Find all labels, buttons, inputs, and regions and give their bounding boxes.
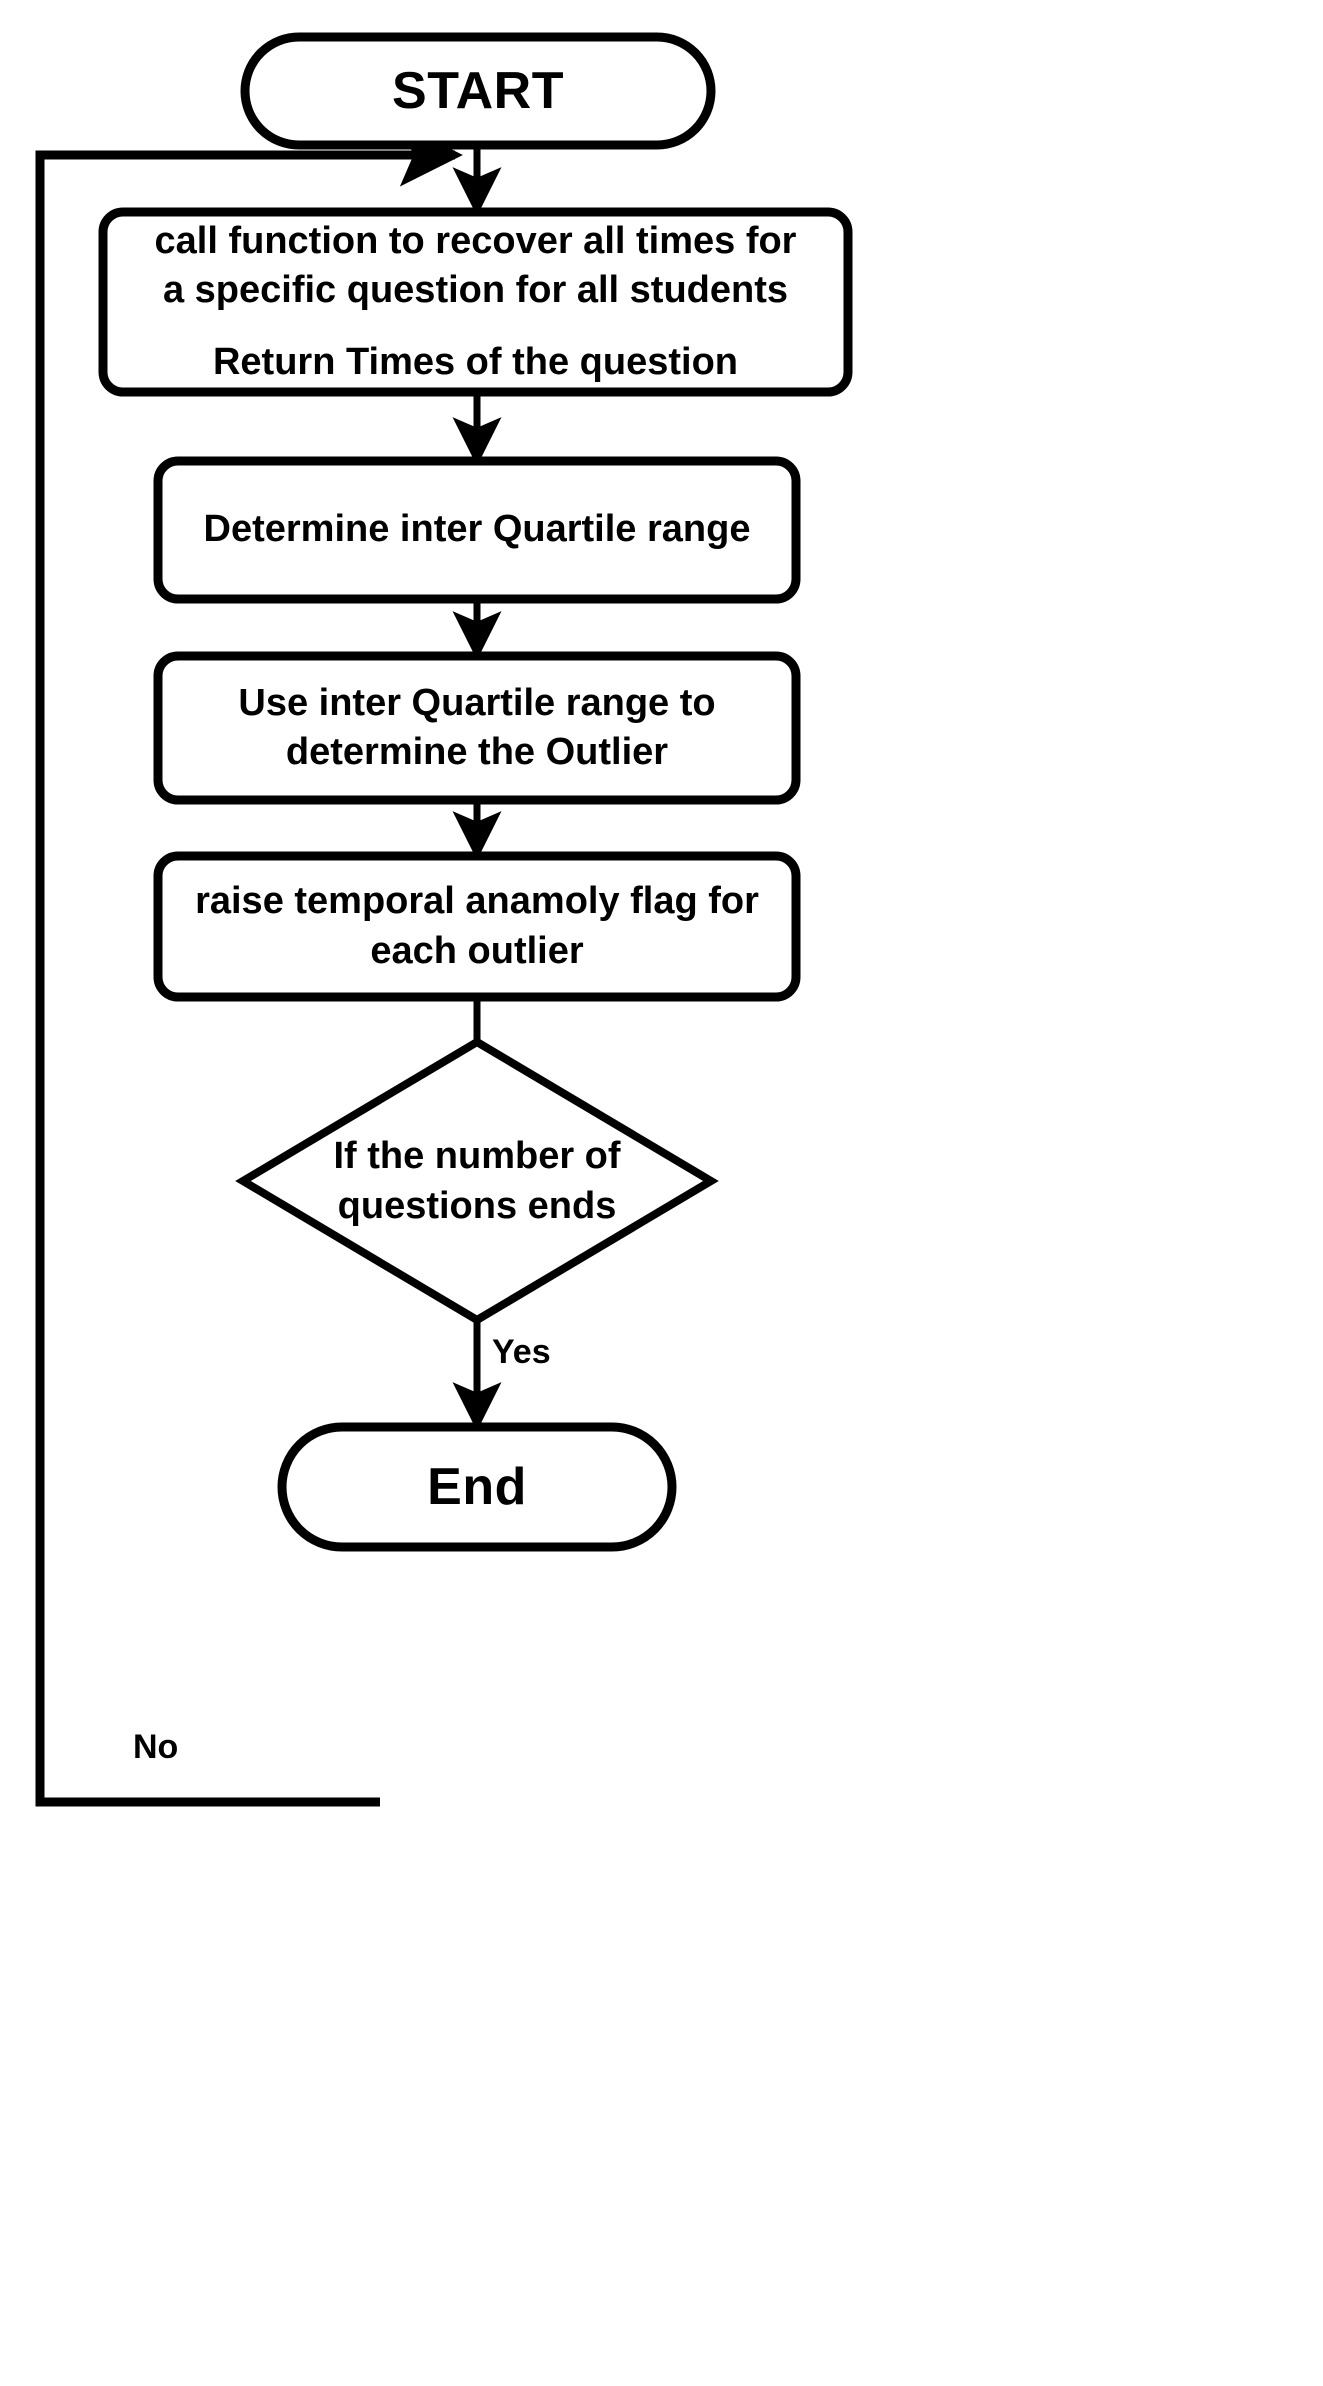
node-recover-times-shape	[98, 207, 853, 397]
node-start-shape	[240, 32, 716, 150]
node-questions-end-shape	[235, 1037, 719, 1325]
connector-no-feedback-loop	[35, 123, 463, 1807]
node-determine-iqr-shape	[153, 456, 801, 604]
node-end-shape	[277, 1422, 677, 1552]
edge-label-yes: Yes	[492, 1333, 551, 1371]
node-raise-flag-shape	[153, 851, 801, 1002]
node-determine-outlier-shape	[153, 651, 801, 805]
edge-label-no: No	[133, 1728, 179, 1766]
